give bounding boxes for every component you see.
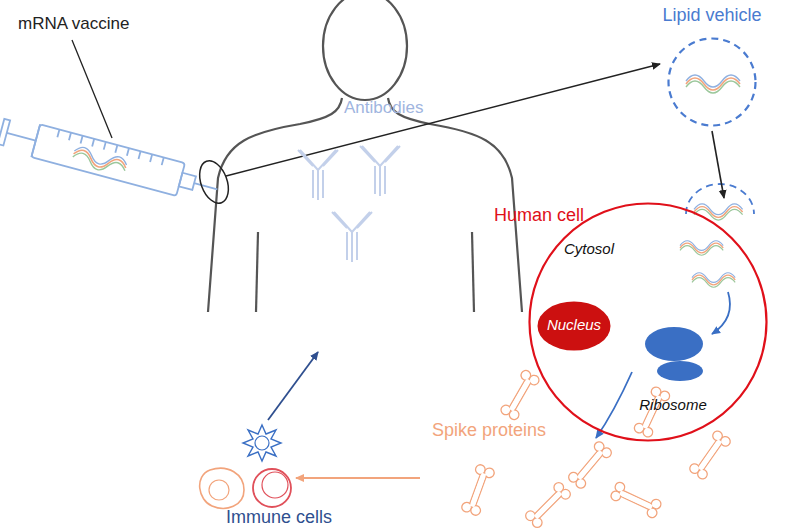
immune-cells — [200, 425, 291, 508]
mrna-strand — [686, 75, 740, 93]
lipid-vehicle-outline — [667, 37, 757, 127]
transport-arrow — [226, 64, 660, 176]
syringe — [0, 115, 222, 206]
label-text: Antibodies — [344, 98, 423, 118]
mrna-strand — [692, 273, 735, 287]
label-text: Immune cells — [226, 507, 332, 528]
human-cell-text: Human cell — [494, 205, 584, 226]
nucleus-text: Nucleus — [536, 316, 612, 333]
antibodies — [298, 146, 400, 262]
leader-line — [72, 40, 112, 138]
nucleus: Nucleus — [536, 300, 612, 352]
ribosome: Ribosome — [628, 324, 718, 416]
human-cell: Human cellCytosolNucleusRibosome — [528, 202, 768, 442]
export-arrow — [596, 372, 632, 438]
spike-proteins — [460, 369, 732, 530]
connector-arrow — [712, 131, 724, 198]
human-cell-text: Cytosol — [564, 240, 614, 257]
presentation-arrow — [296, 477, 420, 479]
translation-arrow — [712, 292, 730, 334]
mrna-strand — [680, 241, 723, 255]
antibody-arrow — [268, 352, 318, 420]
mrna-strand — [694, 204, 743, 220]
ribosome-text: Ribosome — [628, 396, 718, 413]
lipid-vehicle: Lipid vehicle — [667, 37, 757, 127]
label-text: mRNA vaccine — [18, 14, 129, 34]
injection-site — [194, 157, 233, 207]
body-outline — [208, 0, 522, 312]
label-text: Spike proteins — [432, 420, 546, 441]
lipid-vehicle-text: Lipid vehicle — [655, 5, 769, 26]
